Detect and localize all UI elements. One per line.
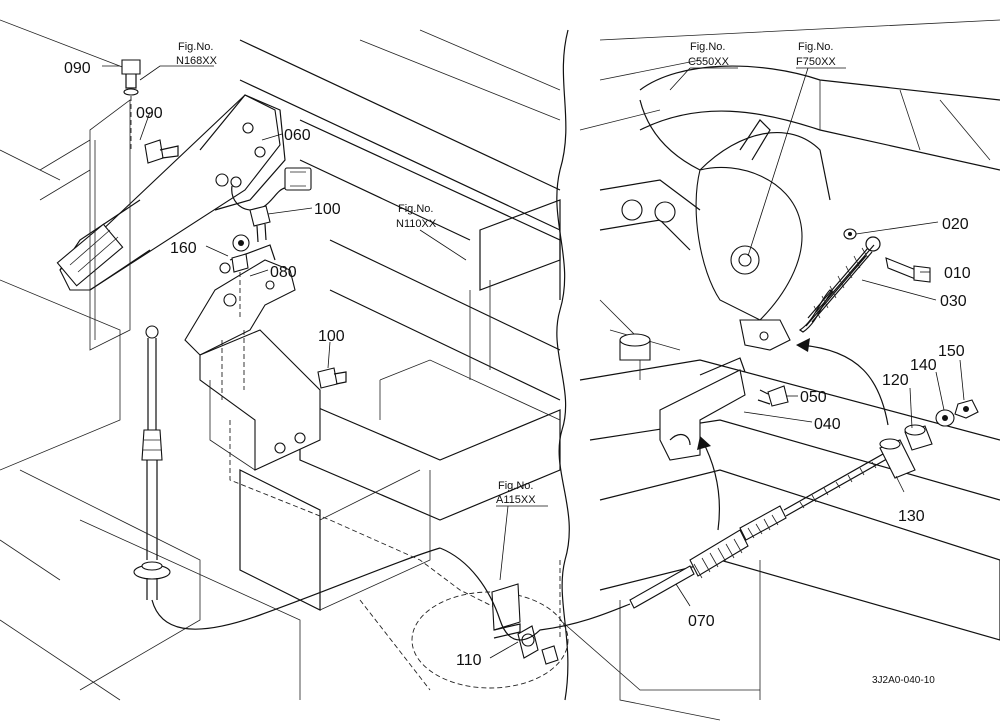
fig-ref-prefix-c550: Fig.No.: [690, 41, 725, 53]
cable-clamp-detail: [359, 547, 631, 691]
fig-ref-prefix-n168: Fig.No.: [178, 41, 213, 53]
label-100-upper: 100: [314, 201, 341, 218]
label-160: 160: [170, 240, 197, 257]
brake-lever-assembly: [39, 94, 286, 351]
bolt-160: [231, 253, 249, 320]
pedal-linkage-assembly: [599, 99, 831, 380]
bolt-090-side: [144, 139, 179, 164]
bolt-100-lower: [317, 367, 347, 389]
label-090-side: 090: [136, 105, 163, 122]
label-040: 040: [814, 416, 841, 433]
fig-ref-code-a115: A115XX: [496, 494, 536, 506]
label-150: 150: [938, 343, 965, 360]
label-020: 020: [942, 216, 969, 233]
leader-lines: [102, 65, 965, 659]
label-140: 140: [910, 357, 937, 374]
washer-020: [843, 228, 857, 240]
label-070: 070: [688, 613, 715, 630]
bolt-050: [757, 385, 789, 407]
cable-route-dashed: [229, 420, 501, 611]
label-090-top: 090: [64, 60, 91, 77]
label-100-lower: 100: [318, 328, 345, 345]
clevis-130: [879, 438, 916, 479]
fig-ref-code-n110: N110XX: [396, 218, 437, 230]
label-030: 030: [940, 293, 967, 310]
label-050: 050: [800, 389, 827, 406]
fig-ref-code-n168: N168XX: [176, 55, 218, 67]
bolt-010: [885, 257, 931, 283]
nut-150: [954, 399, 979, 419]
figure-reference-labels: Fig.No. N168XX Fig.No. N110XX Fig.No. C5…: [176, 41, 836, 506]
part-number-labels: 090 090 060 100 160 080 100 020 010 030 …: [64, 60, 971, 669]
washer-140: [935, 409, 955, 427]
label-080: 080: [270, 264, 297, 281]
tractor-frame-outline: [0, 19, 1000, 721]
brake-cable-070: [629, 449, 893, 609]
label-060: 060: [284, 127, 311, 144]
label-110: 110: [456, 652, 482, 669]
spacer-120: [904, 424, 933, 451]
cable-rod-vertical: [133, 325, 441, 630]
fig-ref-code-c550: C550XX: [688, 56, 730, 68]
return-spring-030: [798, 236, 881, 333]
assembly-arrows: [697, 338, 889, 531]
bolt-100-upper: [232, 205, 271, 252]
fig-ref-prefix-f750: Fig.No.: [798, 41, 833, 53]
fig-ref-prefix-a115: Fig.No.: [498, 480, 533, 492]
label-010: 010: [944, 265, 971, 282]
fig-ref-code-f750: F750XX: [796, 56, 836, 68]
label-120: 120: [882, 372, 909, 389]
label-130: 130: [898, 508, 925, 525]
brake-switch-harness: [230, 167, 312, 211]
drawing-code: 3J2A0-040-10: [872, 675, 935, 686]
bolt-090-top: [121, 59, 141, 150]
fig-ref-prefix-n110: Fig.No.: [398, 203, 433, 215]
lever-mount-plate: [199, 329, 321, 471]
